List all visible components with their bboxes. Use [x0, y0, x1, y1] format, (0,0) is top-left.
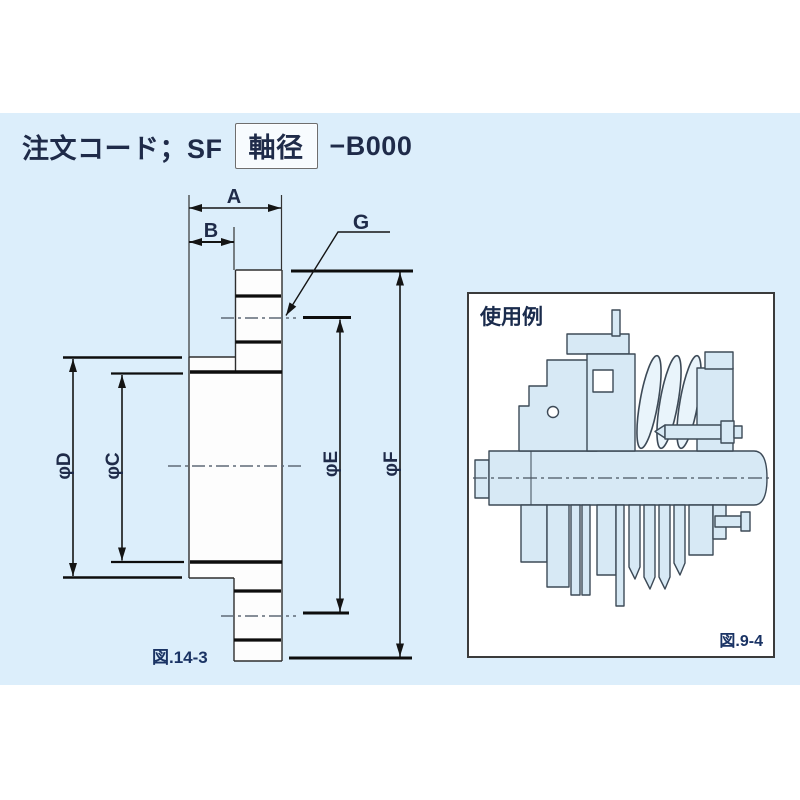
shaft-diameter-box: 軸径	[234, 123, 318, 169]
dimension-label-phi-e: φE	[321, 451, 342, 477]
bolt-hole-bottom	[234, 589, 281, 642]
bellows	[628, 504, 686, 590]
flange-figure-label: 図.14-3	[152, 648, 208, 667]
order-code-prefix: 注文コード；SF	[22, 133, 223, 164]
seal-upper-assembly	[518, 309, 743, 452]
dimension-label-g: G	[353, 211, 369, 234]
leader-line-g	[285, 231, 390, 316]
usage-example-box: 使用例 図.9-4	[467, 292, 775, 658]
order-code: 注文コード；SF 軸径 −B000	[22, 123, 413, 169]
centerlines	[168, 317, 304, 617]
dimension-label-b: B	[204, 220, 218, 242]
extension-lines	[63, 195, 413, 660]
gland-plate	[518, 359, 598, 452]
usage-figure-label: 図.9-4	[719, 633, 763, 650]
dimension-label-phi-f: φF	[381, 451, 402, 476]
dimension-lines	[69, 204, 404, 657]
bolt-hole-top	[235, 294, 281, 344]
dimension-label-a: A	[227, 186, 241, 208]
dimension-label-phi-d: φD	[54, 452, 75, 479]
seal-lower-assembly	[520, 504, 751, 607]
dimension-label-phi-c: φC	[103, 452, 124, 480]
mechanical-seal-drawing	[473, 309, 769, 607]
set-screw	[654, 420, 743, 444]
usage-example-title: 使用例	[480, 306, 543, 329]
order-code-suffix: −B000	[329, 130, 413, 161]
